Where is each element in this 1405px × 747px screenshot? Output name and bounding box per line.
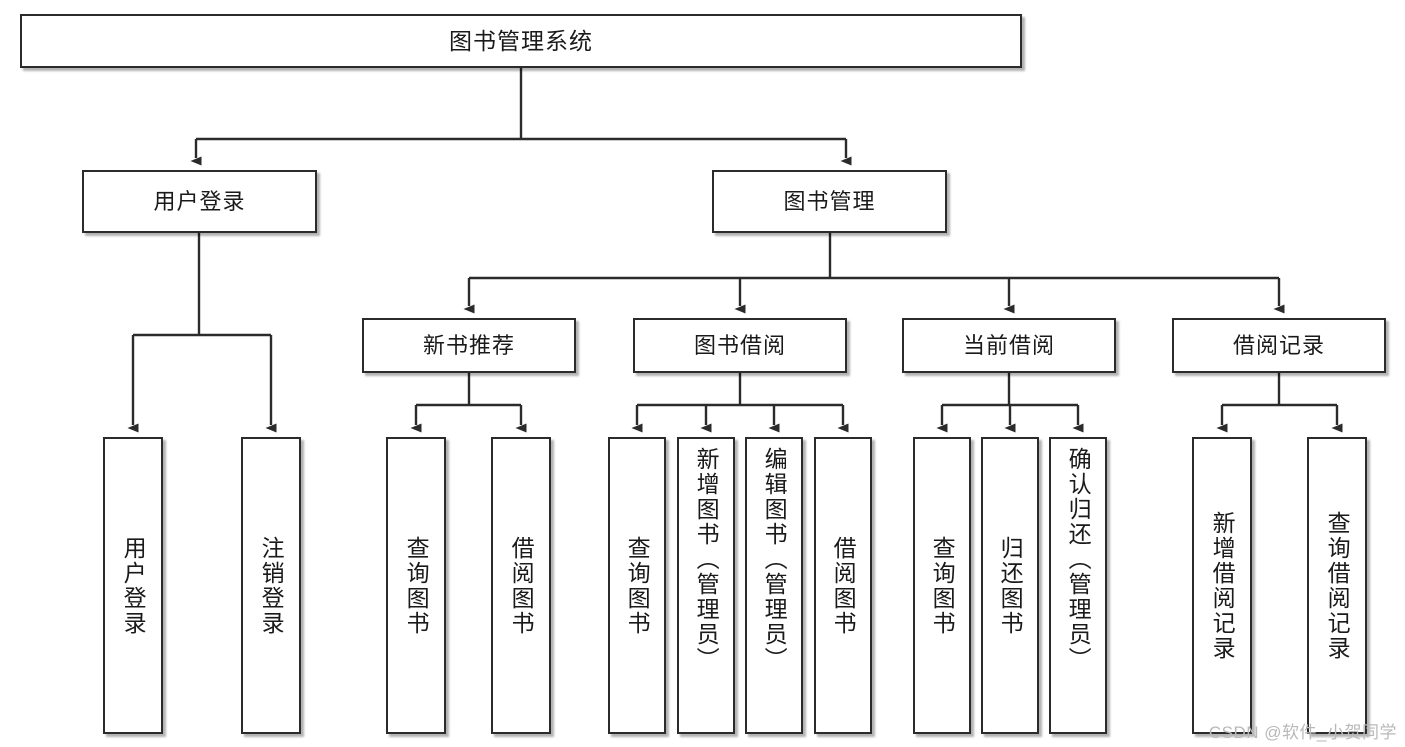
node-leaf-return-book-label: 归还图书 — [997, 535, 1024, 636]
node-leaf-user-login[interactable]: 用户登录 — [103, 437, 163, 734]
node-new-book-recommend[interactable]: 新书推荐 — [362, 318, 576, 373]
node-user-login-label: 用户登录 — [153, 188, 246, 214]
csdn-watermark: CSDN @软件_小贺同学 — [1208, 723, 1397, 742]
node-leaf-query-record[interactable]: 查询借阅记录 — [1307, 437, 1367, 734]
node-book-manage-label: 图书管理 — [783, 188, 876, 214]
node-current-borrow[interactable]: 当前借阅 — [902, 318, 1116, 373]
node-borrow-record[interactable]: 借阅记录 — [1172, 318, 1386, 373]
node-leaf-borrow-book-1[interactable]: 借阅图书 — [491, 437, 551, 734]
node-book-borrow[interactable]: 图书借阅 — [633, 318, 847, 373]
node-leaf-query-record-label: 查询借阅记录 — [1324, 510, 1351, 661]
node-leaf-query-book-1-label: 查询图书 — [403, 535, 430, 636]
node-leaf-add-book[interactable]: 新增图书（管理员） — [677, 437, 735, 734]
node-root-label: 图书管理系统 — [449, 27, 593, 54]
node-leaf-query-book-2-label: 查询图书 — [624, 535, 651, 636]
node-leaf-query-book-1[interactable]: 查询图书 — [386, 437, 446, 734]
node-leaf-logout[interactable]: 注销登录 — [241, 437, 301, 734]
node-leaf-borrow-book-2[interactable]: 借阅图书 — [814, 437, 872, 734]
node-leaf-add-book-label: 新增图书（管理员） — [693, 447, 720, 672]
node-current-borrow-label: 当前借阅 — [962, 332, 1055, 358]
node-borrow-record-label: 借阅记录 — [1232, 332, 1325, 358]
node-book-borrow-label: 图书借阅 — [693, 332, 786, 358]
node-new-book-recommend-label: 新书推荐 — [422, 332, 515, 358]
node-leaf-confirm-return[interactable]: 确认归还（管理员） — [1049, 437, 1107, 734]
node-leaf-user-login-label: 用户登录 — [120, 535, 147, 636]
node-leaf-add-record-label: 新增借阅记录 — [1209, 510, 1236, 661]
node-leaf-edit-book-label: 编辑图书（管理员） — [761, 447, 788, 672]
node-book-manage[interactable]: 图书管理 — [712, 170, 947, 233]
node-leaf-return-book[interactable]: 归还图书 — [981, 437, 1039, 734]
node-leaf-borrow-book-2-label: 借阅图书 — [830, 535, 857, 636]
node-leaf-query-book-3-label: 查询图书 — [929, 535, 956, 636]
node-leaf-query-book-3[interactable]: 查询图书 — [913, 437, 971, 734]
node-leaf-confirm-return-label: 确认归还（管理员） — [1065, 447, 1092, 672]
node-leaf-query-book-2[interactable]: 查询图书 — [608, 437, 666, 734]
node-leaf-borrow-book-1-label: 借阅图书 — [508, 535, 535, 636]
node-root[interactable]: 图书管理系统 — [20, 14, 1022, 68]
node-user-login[interactable]: 用户登录 — [82, 170, 317, 233]
node-leaf-add-record[interactable]: 新增借阅记录 — [1192, 437, 1252, 734]
node-leaf-edit-book[interactable]: 编辑图书（管理员） — [745, 437, 803, 734]
node-leaf-logout-label: 注销登录 — [258, 535, 285, 636]
